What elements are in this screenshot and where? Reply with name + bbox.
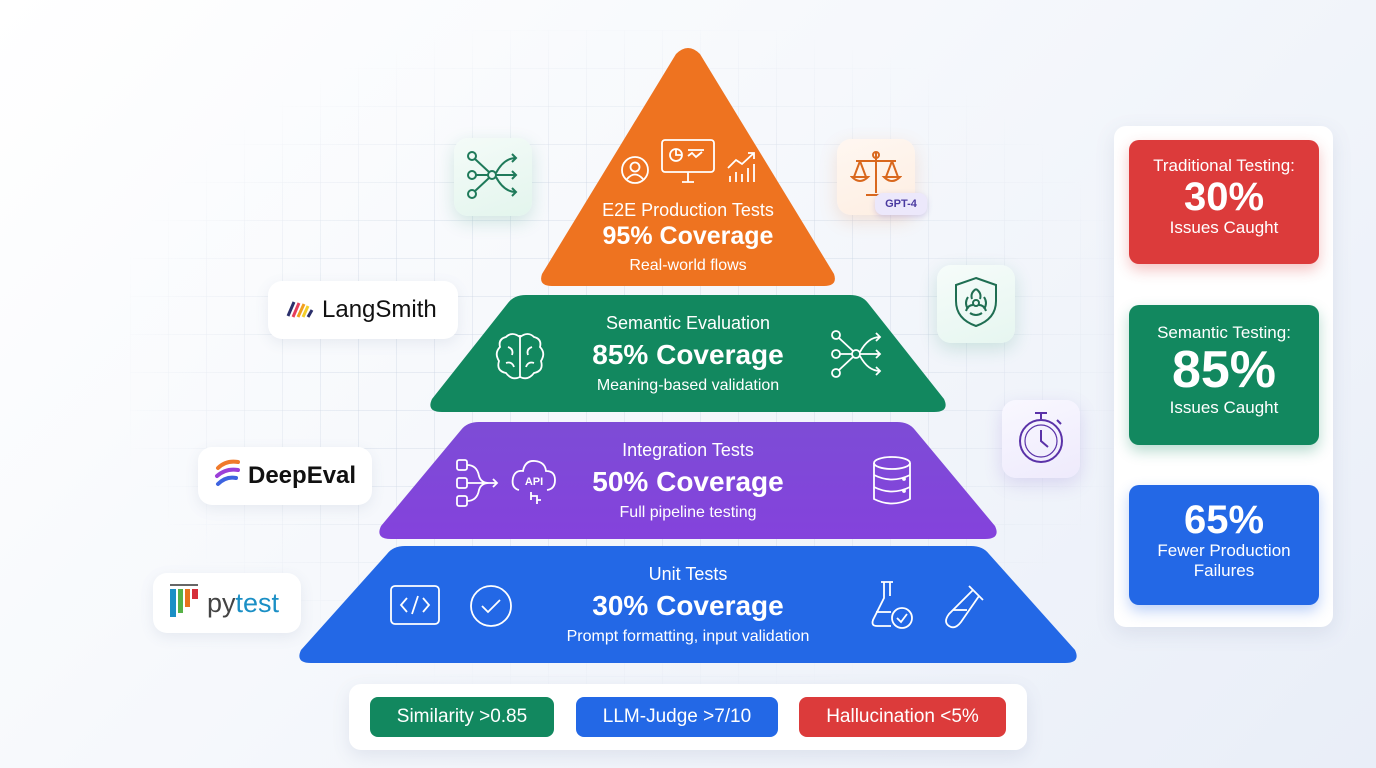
- gpt4-badge: GPT-4: [875, 193, 927, 215]
- stats-panel: Traditional Testing: 30% Issues Caught S…: [1114, 126, 1333, 627]
- stat-caption: Issues Caught: [1169, 218, 1279, 237]
- code-icon: [389, 584, 441, 626]
- tier-integration-shape: [379, 422, 997, 539]
- tier-semantic-subtitle: Meaning-based validation: [596, 377, 780, 394]
- stat-semantic-testing: Semantic Testing: 85% Issues Caught: [1129, 305, 1319, 445]
- biohazard-shield-card: [937, 265, 1015, 343]
- stopwatch-icon: [1015, 410, 1067, 469]
- monitor-dashboard-icon: [660, 138, 716, 184]
- tier-unit-title: Unit Tests: [648, 564, 728, 584]
- tool-name: DeepEval: [248, 462, 357, 489]
- stat-caption: Issues Caught: [1169, 397, 1279, 417]
- pytest-logo-icon: [169, 582, 199, 625]
- tool-pytest: pytest: [153, 573, 301, 633]
- stat-caption: Failures: [1193, 561, 1255, 580]
- tier-integration-coverage: 50% Coverage: [592, 466, 784, 497]
- tier-semantic: Semantic Evaluation 85% Coverage Meaning…: [428, 295, 948, 413]
- tool-name: LangSmith: [322, 296, 437, 323]
- tier-unit-coverage: 30% Coverage: [592, 590, 784, 621]
- network-flow-card: [454, 138, 532, 216]
- stat-value: 65%: [1183, 498, 1265, 542]
- tool-langsmith: LangSmith: [268, 281, 458, 339]
- tier-unit: Unit Tests 30% Coverage Prompt formattin…: [297, 546, 1079, 664]
- network-flow-icon: [466, 148, 520, 207]
- test-tube-icon: [939, 582, 987, 630]
- tier-e2e-coverage: 95% Coverage: [602, 222, 774, 250]
- pipeline-icon: [455, 458, 501, 508]
- tool-deepeval: DeepEval: [198, 447, 372, 505]
- tier-e2e-title: E2E Production Tests: [602, 200, 774, 220]
- stat-label: Traditional Testing:: [1153, 156, 1295, 175]
- stat-value: 30%: [1183, 175, 1265, 219]
- biohazard-shield-icon: [952, 275, 1000, 334]
- api-cloud-icon: API: [511, 458, 557, 506]
- brain-icon: [494, 331, 546, 381]
- scale-icon: [849, 149, 903, 206]
- metrics-bar: Similarity >0.85 LLM-Judge >7/10 Halluci…: [349, 684, 1027, 750]
- database-icon: [871, 456, 913, 506]
- tier-semantic-title: Semantic Evaluation: [605, 313, 771, 333]
- langsmith-logo-icon: [284, 294, 314, 327]
- tier-unit-subtitle: Prompt formatting, input validation: [566, 628, 810, 645]
- tier-e2e-shape: [541, 48, 835, 286]
- network-flow-icon: [830, 327, 884, 381]
- tool-name: pytest: [207, 587, 280, 618]
- stat-production-failures: 65% Fewer Production Failures: [1129, 485, 1319, 605]
- stopwatch-card: [1002, 400, 1080, 478]
- tier-integration-title: Integration Tests: [622, 440, 754, 460]
- tier-semantic-coverage: 85% Coverage: [592, 339, 784, 370]
- deepeval-logo-icon: [214, 458, 240, 495]
- metric-similarity: Similarity >0.85: [370, 697, 554, 737]
- stat-traditional-testing: Traditional Testing: 30% Issues Caught: [1129, 140, 1319, 264]
- stat-caption: Fewer Production: [1157, 541, 1291, 560]
- tier-e2e: E2E Production Tests 95% Coverage Real-w…: [538, 48, 838, 288]
- tier-unit-shape: [299, 546, 1077, 663]
- flask-check-icon: [871, 580, 915, 630]
- metric-llm-judge: LLM-Judge >7/10: [576, 697, 778, 737]
- check-circle-icon: [469, 584, 513, 628]
- stat-value: 85%: [1171, 341, 1277, 399]
- tier-e2e-subtitle: Real-world flows: [629, 257, 747, 274]
- tier-semantic-shape: [430, 295, 946, 412]
- trending-chart-icon: [726, 150, 758, 184]
- tier-integration: API Integration Tests 50% Coverage Full …: [377, 422, 999, 540]
- stat-label: Semantic Testing:: [1157, 323, 1291, 342]
- tier-integration-subtitle: Full pipeline testing: [619, 504, 757, 521]
- metric-hallucination: Hallucination <5%: [799, 697, 1006, 737]
- svg-text:API: API: [525, 476, 543, 488]
- user-icon: [620, 155, 650, 185]
